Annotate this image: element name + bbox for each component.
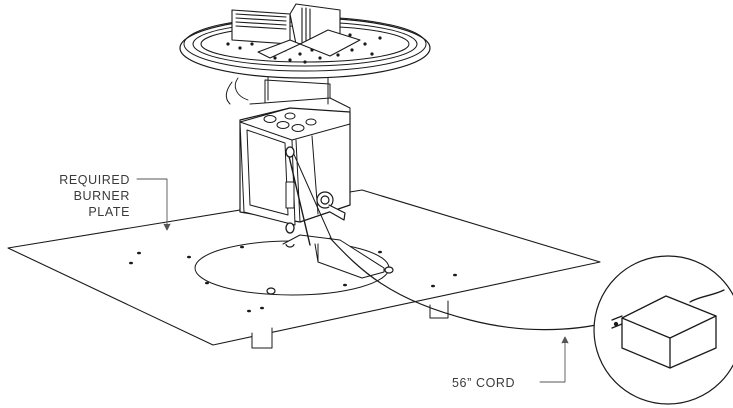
burner-plate-label-line1: REQUIRED — [59, 173, 130, 187]
leader-lines — [136, 178, 569, 383]
side-connector — [316, 191, 346, 221]
cable-glands — [263, 112, 317, 132]
cord-length-callout: 56” CORD — [452, 376, 516, 390]
burner-plate — [7, 189, 601, 349]
transformer-detail-circle — [593, 255, 733, 405]
mounting-bracket — [282, 234, 385, 279]
control-box — [239, 79, 351, 246]
burner-plate-label-line3: PLATE — [88, 205, 130, 219]
power-adapter-icon — [611, 289, 725, 369]
plate-holes — [129, 245, 457, 313]
burner-plate-label-line2: BURNER — [73, 189, 130, 203]
burner-head — [179, 3, 431, 105]
burner-plate-callout: REQUIRED BURNER PLATE — [30, 172, 130, 220]
flame-spreader — [231, 3, 361, 59]
